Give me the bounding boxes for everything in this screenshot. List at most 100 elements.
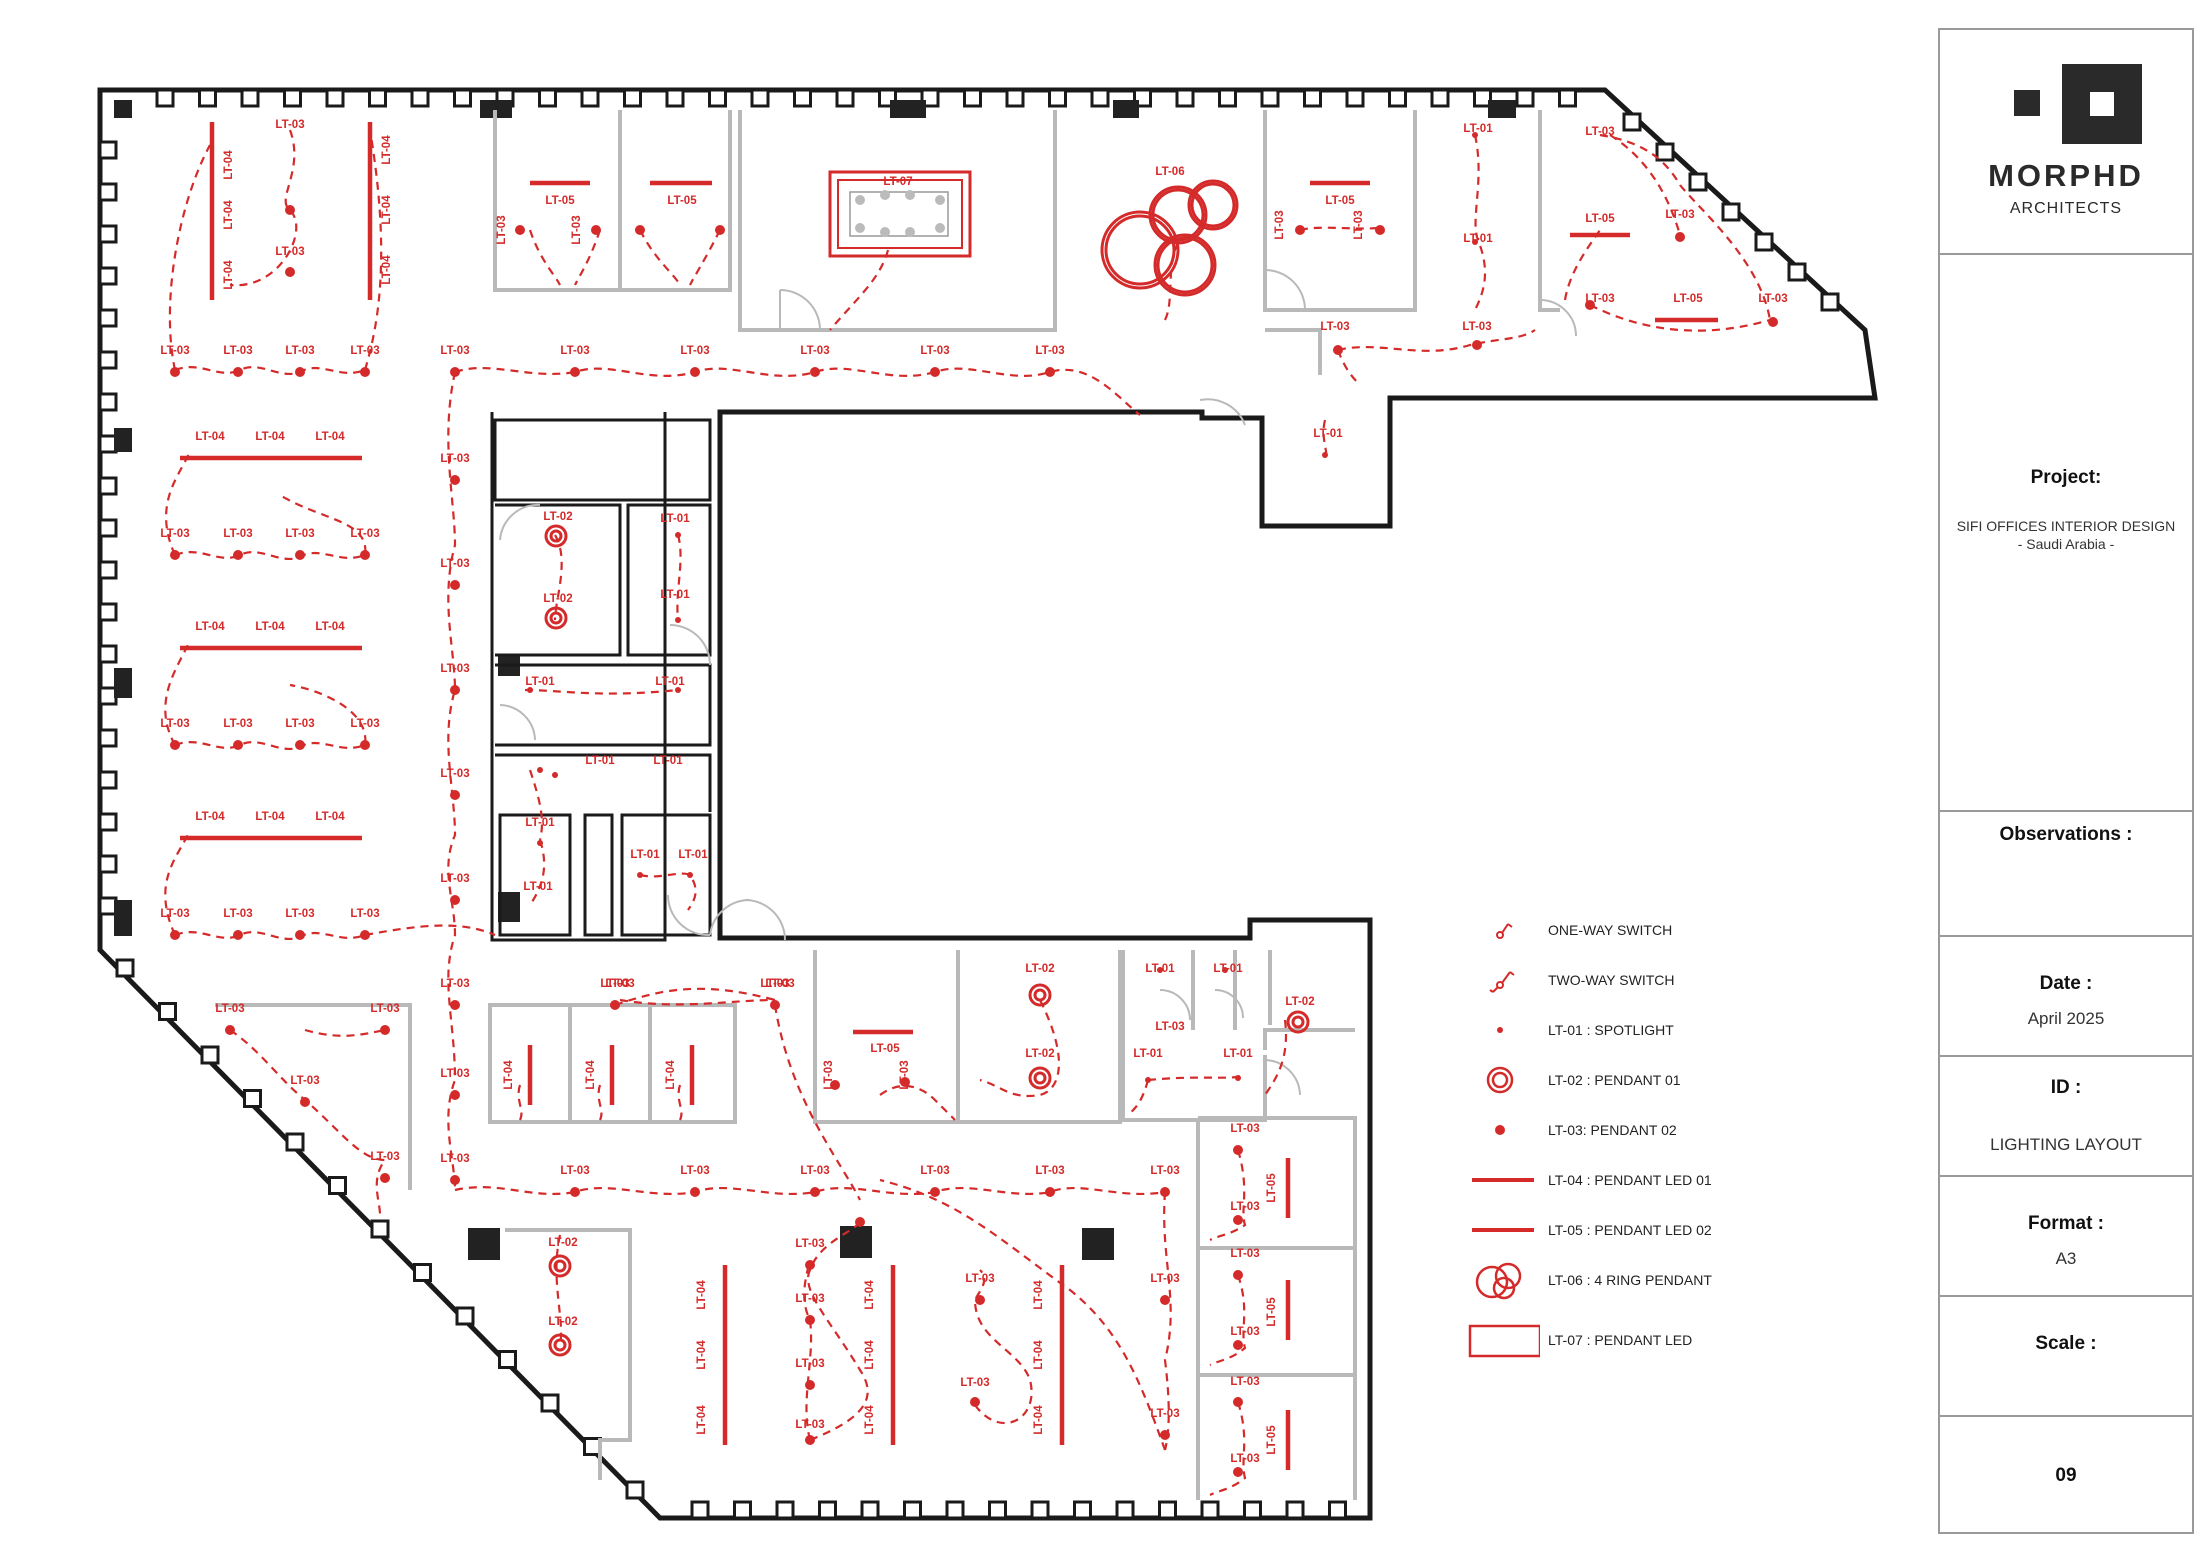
window-column xyxy=(453,88,472,108)
fixture-tag-lt03: LT-03 xyxy=(765,978,794,990)
fixture-tag-lt01: LT-01 xyxy=(1145,963,1175,975)
fixture-tag-lt03: LT-03 xyxy=(160,718,189,730)
fixture-tag-lt03: LT-03 xyxy=(440,453,469,465)
window-column xyxy=(1688,172,1708,192)
window-column xyxy=(98,350,118,370)
window-column xyxy=(625,1480,645,1500)
window-column xyxy=(1515,88,1535,108)
fixture-tag-lt03: LT-03 xyxy=(160,908,189,920)
project-name: SIFI OFFICES INTERIOR DESIGN xyxy=(1956,518,2176,534)
legend: ONE-WAY SWITCH TWO-WAY SWITCH LT-01 : SP… xyxy=(1460,900,1760,1370)
fixture-tag-lt03: LT-03 xyxy=(899,1060,911,1089)
window-column xyxy=(98,182,118,202)
observations-cell: Observations : xyxy=(1940,812,2192,937)
window-column xyxy=(98,476,118,496)
fixture-tag-lt03: LT-03 xyxy=(1035,1165,1064,1177)
fixture-tag-lt01: LT-01 xyxy=(655,676,685,688)
fixture-tag-lt04: LT-04 xyxy=(696,1340,708,1370)
window-column xyxy=(98,560,118,580)
window-column xyxy=(368,88,387,108)
fixture-tag-lt03: LT-03 xyxy=(800,345,829,357)
window-column xyxy=(1048,88,1067,108)
fixture-tag-lt04: LT-04 xyxy=(315,431,345,443)
fixture-tag-lt04: LT-04 xyxy=(864,1280,876,1310)
fixture-tag-lt03: LT-03 xyxy=(350,908,379,920)
fixture-tag-lt02: LT-02 xyxy=(543,593,572,605)
window-column xyxy=(98,644,118,664)
window-column xyxy=(690,1500,710,1520)
legend-row-one-way-switch: ONE-WAY SWITCH xyxy=(1460,910,1760,950)
fixture-tag-lt04: LT-04 xyxy=(864,1340,876,1370)
fixture-tag-lt06: LT-06 xyxy=(1155,166,1184,178)
window-column xyxy=(1328,1500,1347,1520)
fixture-tag-lt03: LT-03 xyxy=(275,246,304,258)
legend-label: LT-07 : PENDANT LED xyxy=(1548,1332,1693,1348)
date-cell: Date : April 2025 xyxy=(1940,937,2192,1057)
observations-heading: Observations : xyxy=(1999,824,2133,845)
window-column xyxy=(793,88,812,108)
window-column xyxy=(1073,1500,1092,1520)
fixture-tag-lt01: LT-01 xyxy=(523,881,553,893)
window-column xyxy=(1030,1500,1050,1520)
window-column xyxy=(98,140,118,160)
legend-row-pendant-led: LT-07 : PENDANT LED xyxy=(1460,1320,1760,1360)
pendant-led-fixture xyxy=(828,170,972,258)
fixture-tag-lt04: LT-04 xyxy=(864,1405,876,1435)
fixture-tag-lt04: LT-04 xyxy=(381,195,393,225)
window-column xyxy=(623,88,642,108)
window-column xyxy=(1158,1500,1177,1520)
fixture-tag-lt03: LT-03 xyxy=(795,1238,824,1250)
window-column xyxy=(1200,1500,1220,1520)
fixture-tag-lt03: LT-03 xyxy=(440,978,469,990)
window-column xyxy=(1473,88,1492,108)
pendant-led-icon xyxy=(1468,1324,1540,1358)
project-cell: Project: SIFI OFFICES INTERIOR DESIGN - … xyxy=(1940,255,2192,812)
sheet-number-cell: 09 xyxy=(1940,1417,2192,1534)
fixture-tag-lt01: LT-01 xyxy=(1463,233,1493,245)
fixture-tag-lt04: LT-04 xyxy=(696,1405,708,1435)
fixture-tag-lt03: LT-03 xyxy=(560,1165,589,1177)
legend-row-ring-pendant: LT-06 : 4 RING PENDANT xyxy=(1460,1260,1760,1300)
fixture-tag-lt03: LT-03 xyxy=(795,1358,824,1370)
fixture-tag-lt01: LT-01 xyxy=(1133,1048,1163,1060)
legend-label: LT-02 : PENDANT 01 xyxy=(1548,1072,1681,1088)
window-column xyxy=(1388,88,1407,108)
legend-label: LT-06 : 4 RING PENDANT xyxy=(1548,1272,1712,1288)
window-column xyxy=(98,224,118,244)
fixture-tag-lt03: LT-03 xyxy=(960,1377,989,1389)
window-column xyxy=(98,434,118,454)
fixture-tag-lt01: LT-01 xyxy=(1223,1048,1253,1060)
fixture-tag-lt03: LT-03 xyxy=(1585,293,1614,305)
lighting-floor-plan: LT-03LT-03LT-03LT-03LT-03LT-03LT-03LT-03… xyxy=(97,87,1878,1521)
legend-row-pendant-led-01: LT-04 : PENDANT LED 01 xyxy=(1460,1160,1760,1200)
window-column xyxy=(198,88,217,108)
window-column xyxy=(1218,88,1237,108)
window-column xyxy=(200,1045,220,1065)
one-way-switch-icon xyxy=(1496,923,1513,939)
fixture-tag-lt03: LT-03 xyxy=(160,528,189,540)
window-column xyxy=(240,88,260,108)
fixture-tag-lt03: LT-03 xyxy=(965,1273,994,1285)
logo-subtitle: ARCHITECTS xyxy=(2009,200,2123,217)
legend-row-pendant-led-02: LT-05 : PENDANT LED 02 xyxy=(1460,1210,1760,1250)
fixture-tag-lt03: LT-03 xyxy=(760,978,789,990)
fixture-tag-lt03: LT-03 xyxy=(1230,1123,1259,1135)
fixture-tag-lt03: LT-03 xyxy=(223,718,252,730)
fixture-tag-lt03: LT-03 xyxy=(370,1151,399,1163)
fixture-tag-lt04: LT-04 xyxy=(315,621,345,633)
fixture-tag-lt04: LT-04 xyxy=(1033,1405,1045,1435)
fixture-tag-lt03: LT-03 xyxy=(440,873,469,885)
fixture-tag-lt03: LT-03 xyxy=(1230,1376,1259,1388)
fixture-tag-lt02: LT-02 xyxy=(1025,963,1054,975)
fixture-tag-lt03: LT-03 xyxy=(560,345,589,357)
fixture-tag-lt05: LT-05 xyxy=(1266,1173,1278,1203)
fixture-tag-lt03: LT-03 xyxy=(350,345,379,357)
window-column xyxy=(98,602,118,622)
window-column xyxy=(1721,202,1741,222)
fixture-tag-lt04: LT-04 xyxy=(195,431,225,443)
window-column xyxy=(1285,1500,1305,1520)
window-column xyxy=(1303,88,1322,108)
fixture-tag-lt04: LT-04 xyxy=(223,150,235,180)
fixture-tag-lt03: LT-03 xyxy=(223,345,252,357)
id-cell: ID : LIGHTING LAYOUT xyxy=(1940,1057,2192,1177)
